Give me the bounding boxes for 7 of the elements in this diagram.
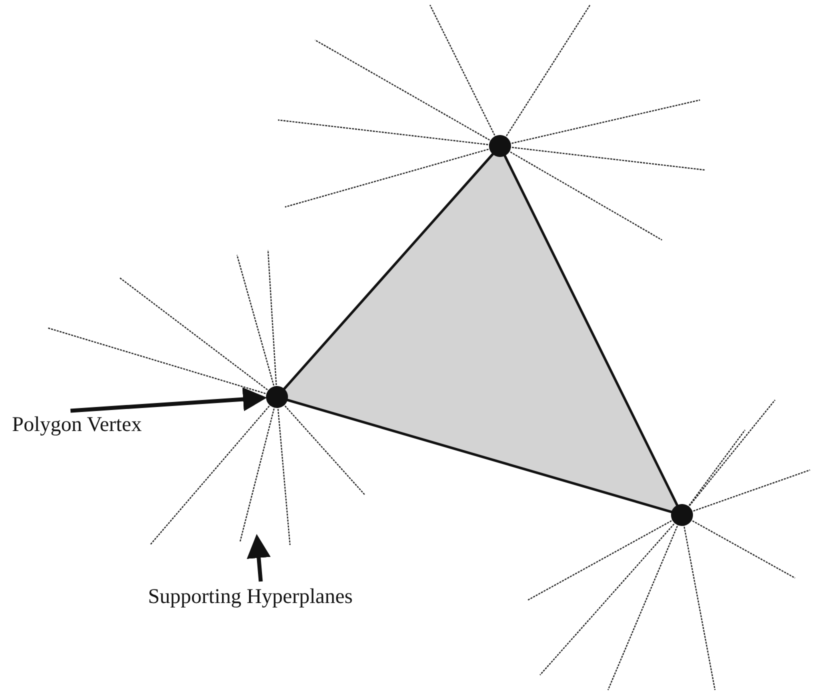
vertex-dot — [266, 386, 288, 408]
arrow — [70, 387, 268, 413]
vertex-dot — [671, 504, 693, 526]
vertex-dot — [489, 135, 511, 157]
caption-label: Polygon Vertex — [12, 412, 142, 437]
arrow — [246, 534, 271, 582]
caption-label: Supporting Hyperplanes — [148, 584, 353, 609]
